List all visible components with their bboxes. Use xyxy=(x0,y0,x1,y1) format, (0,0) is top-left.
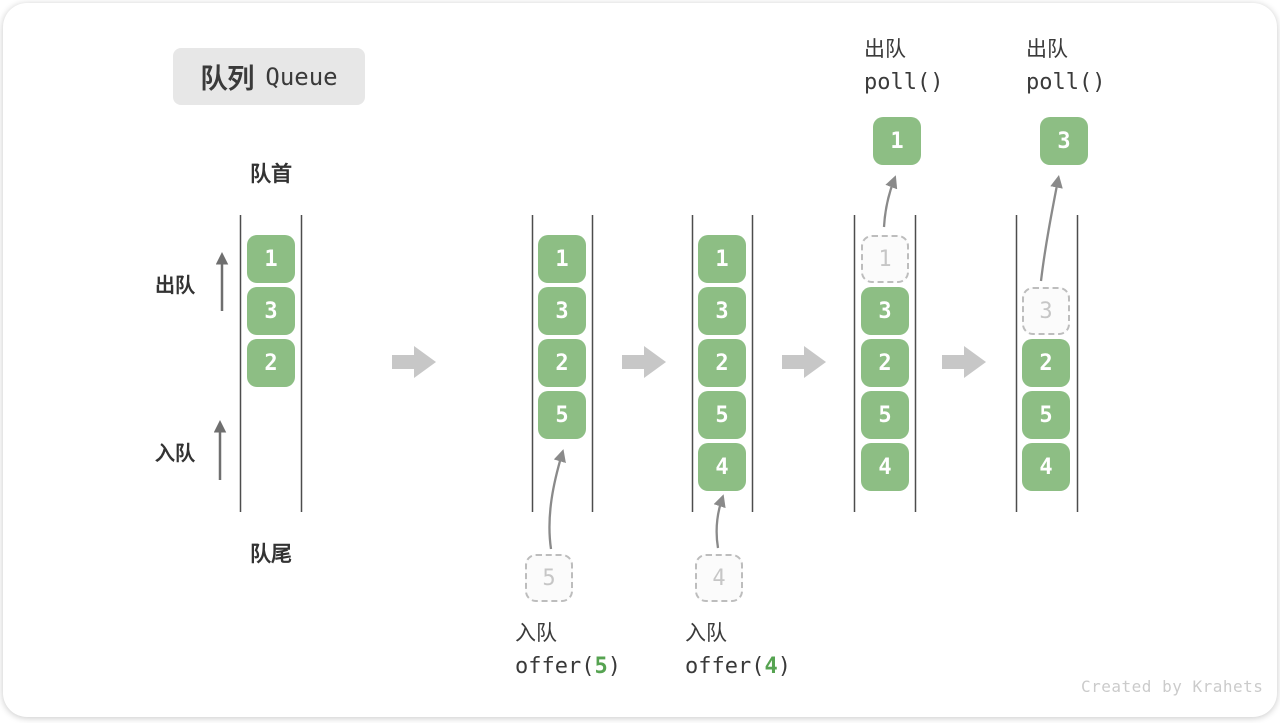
diagram-graphics-layer xyxy=(213,175,1079,550)
dequeue-op-caption: 出队 poll() xyxy=(1026,33,1105,95)
queue-cell: 2 xyxy=(1022,339,1070,387)
queue-cell: 2 xyxy=(861,339,909,387)
polled-cell: 3 xyxy=(1040,117,1088,165)
queue-rails xyxy=(239,215,1079,512)
queue-front-label: 队首 xyxy=(250,163,292,186)
block-arrow-icon xyxy=(622,346,666,378)
code-fn: offer( xyxy=(515,654,595,679)
queue-cell: 3 xyxy=(861,287,909,335)
dequeue-op-code: poll() xyxy=(864,70,944,95)
pending-enqueue-cell: 5 xyxy=(525,554,573,602)
dequeue-op-label: 出队 xyxy=(864,38,906,61)
queue-cell: 2 xyxy=(247,339,295,387)
queue-cell: 2 xyxy=(698,339,746,387)
side-dequeue-label: 出队 xyxy=(155,275,195,297)
block-arrow-icon xyxy=(392,346,436,378)
dequeue-3-arrow-icon xyxy=(1039,175,1063,282)
code-close: ) xyxy=(607,654,621,679)
queue-rear-label: 队尾 xyxy=(250,543,292,566)
polled-cell: 1 xyxy=(873,117,921,165)
block-arrow-icon xyxy=(942,346,986,378)
enqueue-op-caption: 入队 offer(4) xyxy=(685,617,791,679)
side-direction-arrows xyxy=(213,252,229,480)
queue-cell: 3 xyxy=(698,287,746,335)
enqueue-4-arrow-icon xyxy=(713,494,726,549)
queue-cell: 1 xyxy=(247,235,295,283)
code-fn: offer( xyxy=(685,654,765,679)
queue-cell: 5 xyxy=(538,391,586,439)
queue-cell: 1 xyxy=(538,235,586,283)
side-enqueue-label: 入队 xyxy=(155,443,195,465)
code-arg: 4 xyxy=(764,654,778,679)
queue-cell: 4 xyxy=(698,443,746,491)
enqueue-op-label: 入队 xyxy=(685,622,727,645)
pending-enqueue-cell: 4 xyxy=(695,554,743,602)
dequeue-op-label: 出队 xyxy=(1026,38,1068,61)
queue-cell: 4 xyxy=(861,443,909,491)
code-arg: 5 xyxy=(594,654,608,679)
enqueue-5-arrow-icon xyxy=(548,449,566,550)
enqueue-op-caption: 入队 offer(5) xyxy=(515,617,621,679)
queue-cell: 5 xyxy=(698,391,746,439)
dequeue-1-arrow-icon xyxy=(882,175,898,228)
diagram-canvas: 队列 Queue 队首 队尾 出队 入队 1 3 2 1 3 2 5 5 1 3… xyxy=(3,3,1277,717)
dequeue-op-caption: 出队 poll() xyxy=(864,33,943,95)
operation-arrows xyxy=(548,175,1063,550)
dequeue-op-code: poll() xyxy=(1026,70,1106,95)
removed-cell-ghost: 3 xyxy=(1022,287,1070,335)
enqueue-op-code: offer(4) xyxy=(685,654,791,679)
removed-cell-ghost: 1 xyxy=(861,235,909,283)
queue-cell: 3 xyxy=(538,287,586,335)
enqueue-op-code: offer(5) xyxy=(515,654,621,679)
enqueue-op-label: 入队 xyxy=(515,622,557,645)
queue-cell: 3 xyxy=(247,287,295,335)
queue-cell: 5 xyxy=(1022,391,1070,439)
queue-cell: 4 xyxy=(1022,443,1070,491)
block-arrow-icon xyxy=(782,346,826,378)
queue-cell: 2 xyxy=(538,339,586,387)
watermark: Created by Krahets xyxy=(1081,677,1264,696)
title-en: Queue xyxy=(265,62,338,91)
title-zh: 队列 xyxy=(200,64,255,94)
title-badge: 队列 Queue xyxy=(173,48,365,105)
queue-cell: 1 xyxy=(698,235,746,283)
queue-cell: 5 xyxy=(861,391,909,439)
code-close: ) xyxy=(777,654,791,679)
step-block-arrows xyxy=(392,346,986,378)
